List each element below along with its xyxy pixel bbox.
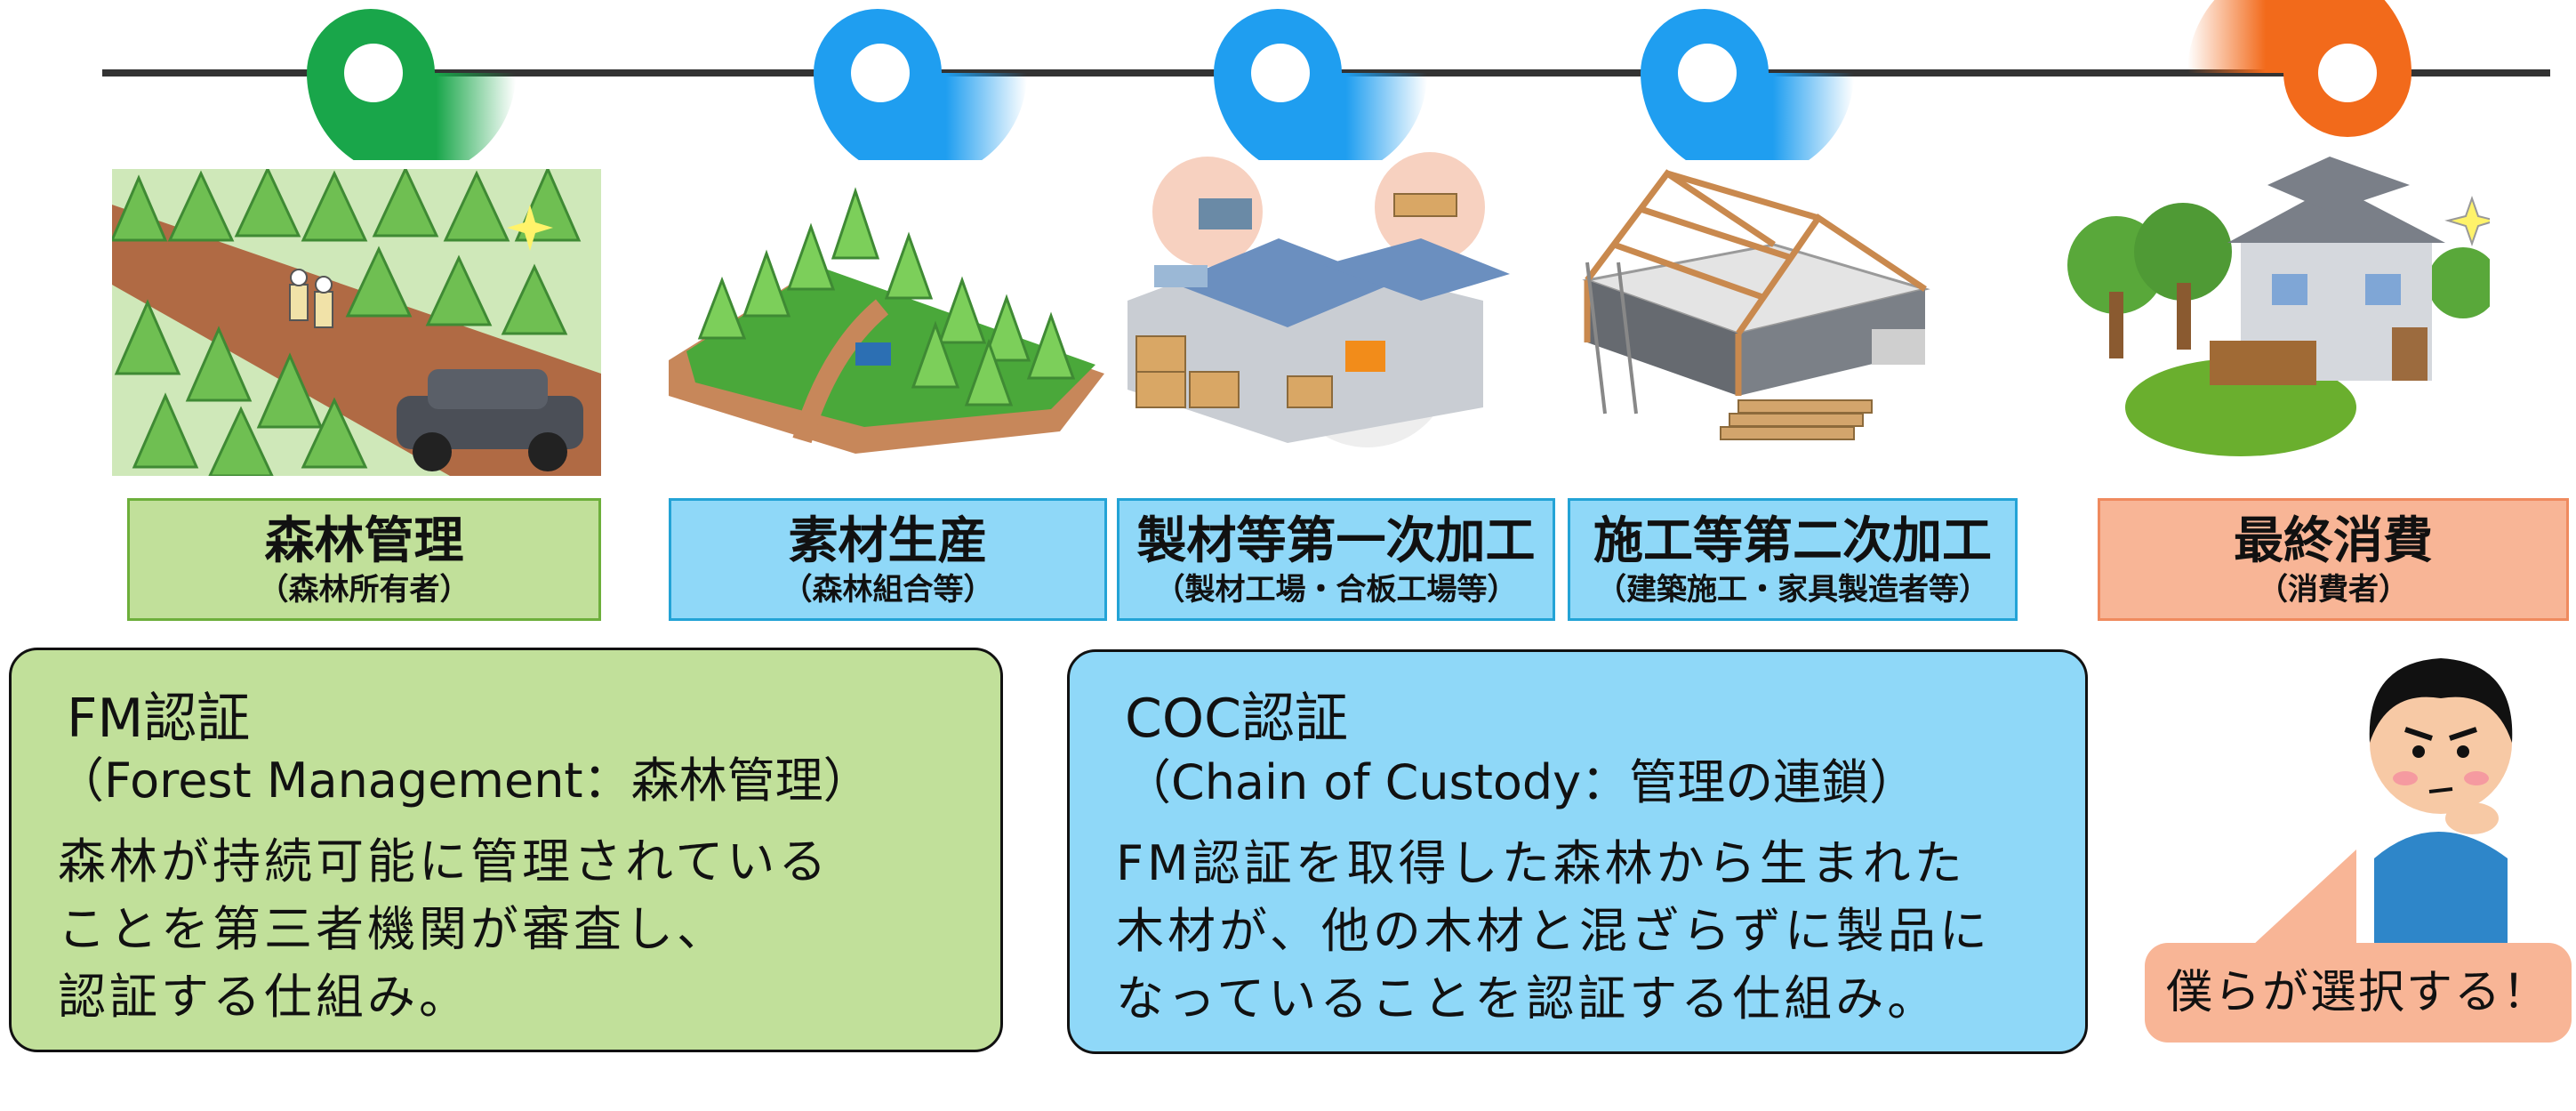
fm-subtitle: （Forest Management：森林管理）: [56, 753, 871, 809]
supply-chain-timeline: [102, 0, 2550, 160]
stage-title: 製材等第一次加工: [1136, 512, 1536, 570]
stage-title: 森林管理: [264, 512, 464, 570]
speech-bubble: 僕らが選択する！: [2145, 943, 2572, 1043]
stage-subtitle: （森林組合等）: [782, 572, 994, 608]
forklift-icon: [1345, 341, 1385, 372]
pin-forest-icon: [307, 9, 516, 160]
fm-certification-panel: FM認証 （Forest Management：森林管理） 森林が持続可能に管理…: [9, 648, 1003, 1052]
thinking-boy-icon: [2369, 658, 2513, 947]
timber-production-illustration: [669, 187, 1104, 454]
stage-subtitle: （森林所有者）: [258, 572, 470, 608]
coc-subtitle: （Chain of Custody：管理の連鎖）: [1123, 754, 1918, 810]
stage-title: 素材生産: [788, 512, 988, 570]
stage-subtitle: （製材工場・合板工場等）: [1154, 572, 1518, 608]
sawmill-illustration: [1128, 152, 1510, 447]
speech-bubble-text: 僕らが選択する！: [2165, 966, 2550, 1019]
sparkle-icon: [507, 205, 553, 251]
house-construction-illustration: [1582, 169, 1930, 440]
fm-description-line: 認証する仕組み。: [58, 969, 470, 1025]
pin-processing-icon: [1214, 9, 1427, 160]
consumer-house-illustration: [2067, 157, 2490, 456]
stage-final-consumption: 最終消費 （消費者）: [2098, 498, 2569, 621]
pin-construction-icon: [1641, 9, 1854, 160]
coc-certification-panel: COC認証 （Chain of Custody：管理の連鎖） FM認証を取得した…: [1067, 649, 2088, 1054]
pin-consumer-icon: [2187, 0, 2411, 137]
stage-timber-production: 素材生産 （森林組合等）: [669, 498, 1107, 621]
forest-management-illustration: [112, 169, 601, 476]
stage-forest-management: 森林管理 （森林所有者）: [127, 498, 601, 621]
coc-description-line: なっていることを認証する仕組み。: [1116, 970, 1939, 1026]
stage-title: 最終消費: [2234, 512, 2433, 570]
pin-production-icon: [814, 9, 1027, 160]
coc-description-line: FM認証を取得した森林から生まれた: [1116, 835, 1966, 891]
stage-primary-processing: 製材等第一次加工 （製材工場・合板工場等）: [1117, 498, 1555, 621]
stage-title: 施工等第二次加工: [1593, 512, 1992, 570]
speech-bubble-tail: [2241, 849, 2356, 956]
coc-description-line: 木材が、他の木材と混ざらずに製品に: [1116, 903, 1991, 959]
fm-title: FM認証: [67, 688, 251, 750]
car-icon: [397, 369, 583, 471]
coc-title: COC認証: [1125, 688, 1349, 750]
fm-description: 森林が持続可能に管理されている ことを第三者機関が審査し、 認証する仕組み。: [58, 828, 830, 1031]
stage-subtitle: （消費者）: [2258, 572, 2409, 608]
stage-subtitle: （建築施工・家具製造者等）: [1596, 572, 1989, 608]
stage-secondary-processing: 施工等第二次加工 （建築施工・家具製造者等）: [1568, 498, 2018, 621]
machine-icon: [855, 342, 891, 366]
coc-description: FM認証を取得した森林から生まれた 木材が、他の木材と混ざらずに製品に なってい…: [1116, 830, 1991, 1033]
fm-description-line: ことを第三者機関が審査し、: [58, 901, 728, 957]
fm-description-line: 森林が持続可能に管理されている: [58, 833, 831, 890]
workers-icon: [289, 269, 333, 328]
